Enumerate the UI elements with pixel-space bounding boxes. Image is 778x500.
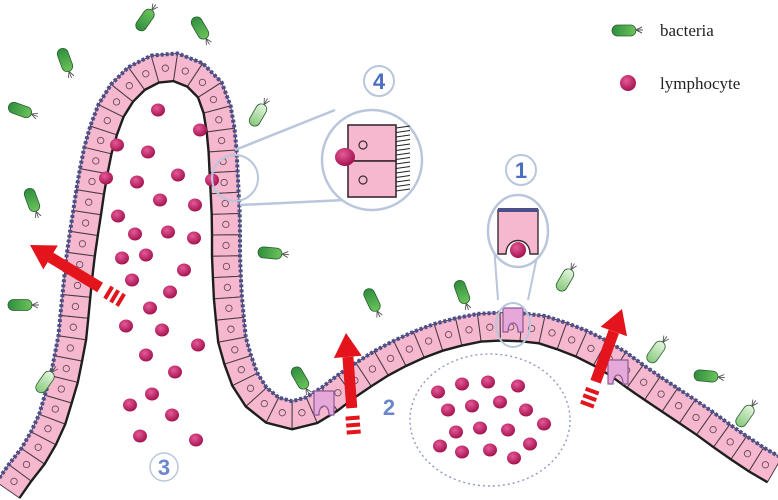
label-3-text: 3 [158,455,170,480]
lymphocyte [133,430,147,443]
bacterium [362,287,385,320]
lymphocyte [483,444,497,457]
lymphocyte [189,434,203,447]
lymphocyte [507,452,521,465]
bacterium [23,187,44,220]
lymphocyte [171,169,185,182]
lymphocyte [455,378,469,391]
epithelial-cell [212,235,240,256]
lymphocyte [455,446,469,459]
lymphocyte [130,176,144,189]
bacterium [134,1,161,33]
epithelial-cell [211,192,240,214]
legend: bacteria lymphocyte [612,21,740,93]
lymphocyte [151,104,165,117]
lymphocyte [165,409,179,422]
lymphocyte [99,172,113,185]
lymphocyte [441,404,455,417]
lymphocyte [119,320,133,333]
legend-bacteria-icon [612,25,643,36]
lymphocyte [145,388,159,401]
lymphocyte [155,324,169,337]
lymphocyte [139,349,153,362]
lymphocyte [153,194,167,207]
label-site-2: 2 [383,395,395,420]
lymphocyte [433,440,447,453]
bacterium [258,246,290,260]
label-site-3: 3 [150,453,178,481]
bacterium [189,15,214,47]
zoom-callout-4 [212,110,422,210]
lymphocyte [537,418,551,431]
lymphocyte [168,366,182,379]
epithelial-cell [60,295,90,319]
lymphocyte [128,228,142,241]
bacterium [56,47,77,80]
lymphocyte [123,399,137,412]
label-site-1: 1 [506,155,536,185]
lymphocyte [111,210,125,223]
bacterium [554,261,579,293]
lymphocyte [191,339,205,352]
lymphocyte [161,226,175,239]
lymphocyte [501,424,515,437]
lymphocyte [193,124,207,137]
bacterium [8,300,39,311]
lymphocyte [481,376,495,389]
label-4-text: 4 [373,69,386,94]
bacterium [694,369,726,383]
lymphocyte [511,380,525,393]
lymphocyte [110,139,124,152]
lymphocyte [523,438,537,451]
legend-lymphocyte-icon [620,75,636,91]
lymphocyte [188,199,202,212]
bacterium [289,365,314,397]
lymphocyte [143,302,157,315]
lymphocyte [187,232,201,245]
label-1-text: 1 [515,158,527,183]
lymphocyte [519,404,533,417]
bacterium [734,397,761,429]
lymphocyte [473,422,487,435]
lymphocyte [177,264,191,277]
legend-lymphocyte-label: lymphocyte [660,74,740,93]
lymphocyte [431,386,445,399]
lymphocyte [125,274,139,287]
bacterium [247,96,272,128]
label-2-text: 2 [383,395,395,420]
legend-bacteria-label: bacteria [660,21,714,40]
epithelial-cell [212,214,240,236]
bacterium [453,279,474,312]
label-site-4: 4 [364,66,394,96]
epithelial-cell [214,297,244,320]
bacterium [645,333,672,365]
epithelial-cell [213,276,242,299]
lymphocyte [115,252,129,265]
lymphocyte [141,146,155,159]
lymphocyte [449,426,463,439]
bacterium [7,101,40,122]
epithelial-cell [212,256,241,278]
lymphocyte [163,286,177,299]
lymphocyte [465,400,479,413]
lymphocyte [493,396,507,409]
epithelial-cell [58,315,88,339]
epithelial-cell [207,128,237,152]
lymphocyte [139,249,153,262]
